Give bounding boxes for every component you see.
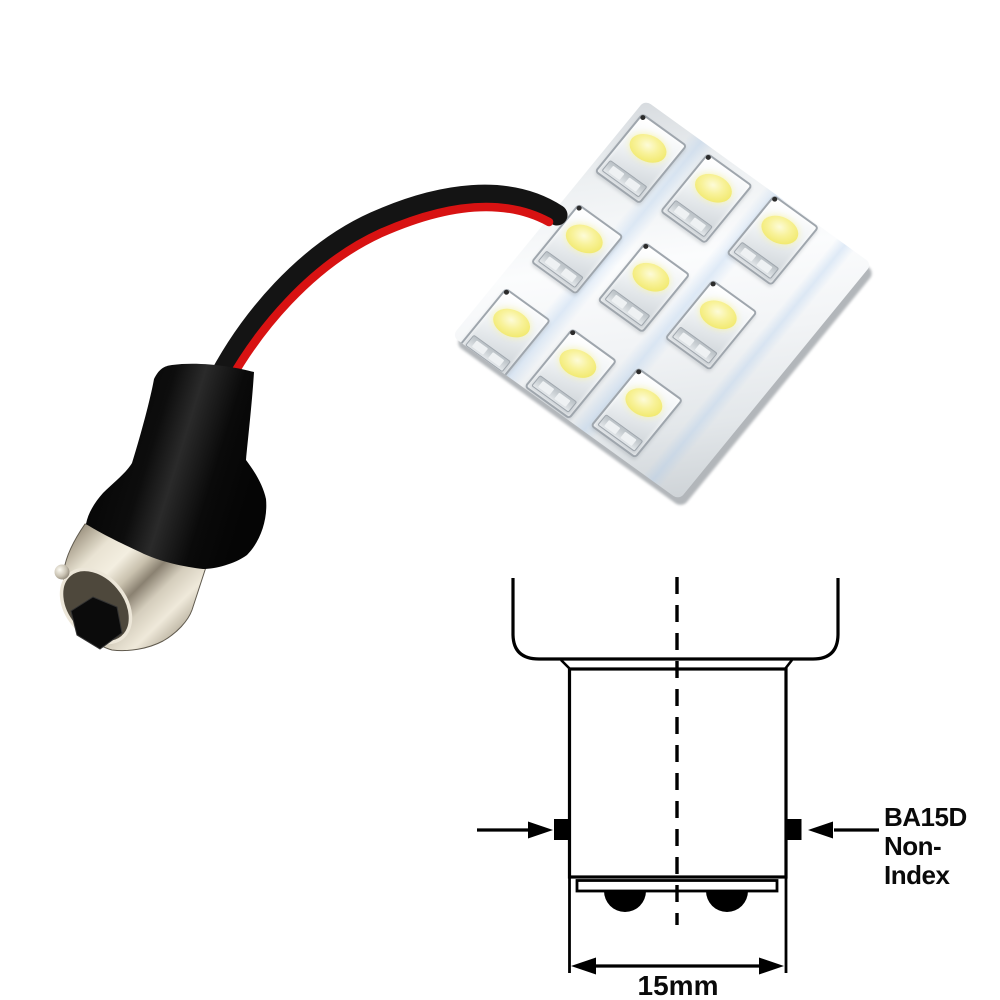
rubber-sleeve bbox=[86, 363, 267, 569]
dimension-label: 15mm bbox=[637, 970, 719, 1000]
socket-type-line2: Non-Index bbox=[884, 831, 950, 890]
contact-bump-left bbox=[604, 891, 646, 912]
socket-type-line1: BA15D bbox=[884, 802, 967, 832]
wire-black bbox=[201, 184, 568, 403]
bayonet-pin-right bbox=[786, 819, 802, 840]
dimension-arrowhead-left bbox=[571, 957, 596, 975]
base-contact-tip bbox=[70, 596, 123, 650]
glass-outline bbox=[511, 578, 840, 661]
bayonet-pin-nub bbox=[54, 564, 70, 580]
wire-red bbox=[216, 202, 554, 402]
socket-type-label: BA15D Non-Index bbox=[884, 803, 1000, 890]
contact-bump-right bbox=[706, 891, 748, 912]
dimension-arrowhead-right bbox=[759, 957, 784, 975]
bayonet-pin-left bbox=[554, 819, 570, 840]
pointer-arrowhead-right bbox=[808, 821, 833, 839]
pointer-arrowhead-left bbox=[528, 821, 553, 839]
extension-lines bbox=[568, 877, 788, 973]
